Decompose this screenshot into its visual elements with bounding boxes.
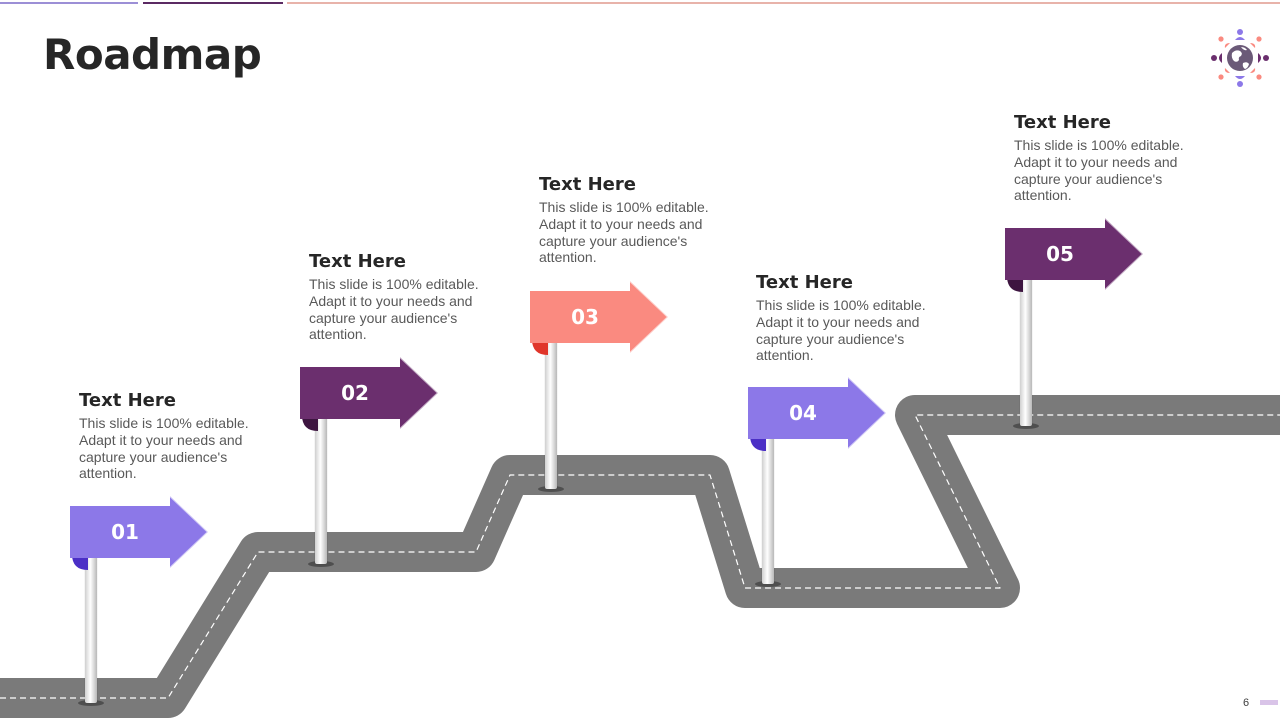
milestone-flag-5: 05 [1005,214,1155,294]
page-marker [1260,700,1278,705]
milestone-number: 04 [789,401,817,425]
milestone-number: 03 [571,305,599,329]
flag-pole-2 [315,410,327,564]
milestone-number: 01 [111,520,139,544]
milestone-description: This slide is 100% editable. Adapt it to… [79,415,249,482]
milestone-number: 05 [1046,242,1074,266]
page-number: 6 [1243,697,1250,709]
flag-pole-3 [545,335,557,489]
flag-pole-4 [762,430,774,584]
pole-shadow [1013,423,1039,429]
milestone-flag-1: 01 [70,492,220,572]
milestone-title: Text Here [1014,112,1111,133]
milestone-description: This slide is 100% editable. Adapt it to… [309,276,479,343]
milestone-description: This slide is 100% editable. Adapt it to… [1014,137,1184,204]
slide-title: Roadmap [43,30,262,79]
top-accent-line-2 [143,2,283,4]
flag-pole-1 [85,548,97,703]
milestone-text-3: Text Here This slide is 100% editable. A… [539,173,739,266]
milestone-description: This slide is 100% editable. Adapt it to… [756,297,926,364]
milestone-title: Text Here [309,251,406,272]
pole-shadow [308,561,334,567]
globe-people-icon [1208,26,1272,90]
milestone-number: 02 [341,381,369,405]
milestone-description: This slide is 100% editable. Adapt it to… [539,199,709,266]
milestone-text-1: Text Here This slide is 100% editable. A… [79,389,279,482]
milestone-text-2: Text Here This slide is 100% editable. A… [309,250,509,343]
milestone-flag-3: 03 [530,277,680,357]
milestone-title: Text Here [79,390,176,411]
top-accent-line-1 [0,2,138,4]
milestone-text-4: Text Here This slide is 100% editable. A… [756,271,956,364]
milestone-text-5: Text Here This slide is 100% editable. A… [1014,111,1214,204]
pole-shadow [78,700,104,706]
milestone-title: Text Here [539,174,636,195]
milestone-flag-2: 02 [300,353,450,433]
milestone-flag-4: 04 [748,373,898,453]
milestone-title: Text Here [756,272,853,293]
flag-pole-5 [1020,272,1032,426]
pole-shadow [538,486,564,492]
top-accent-line-3 [287,2,1280,4]
pole-shadow [755,581,781,587]
